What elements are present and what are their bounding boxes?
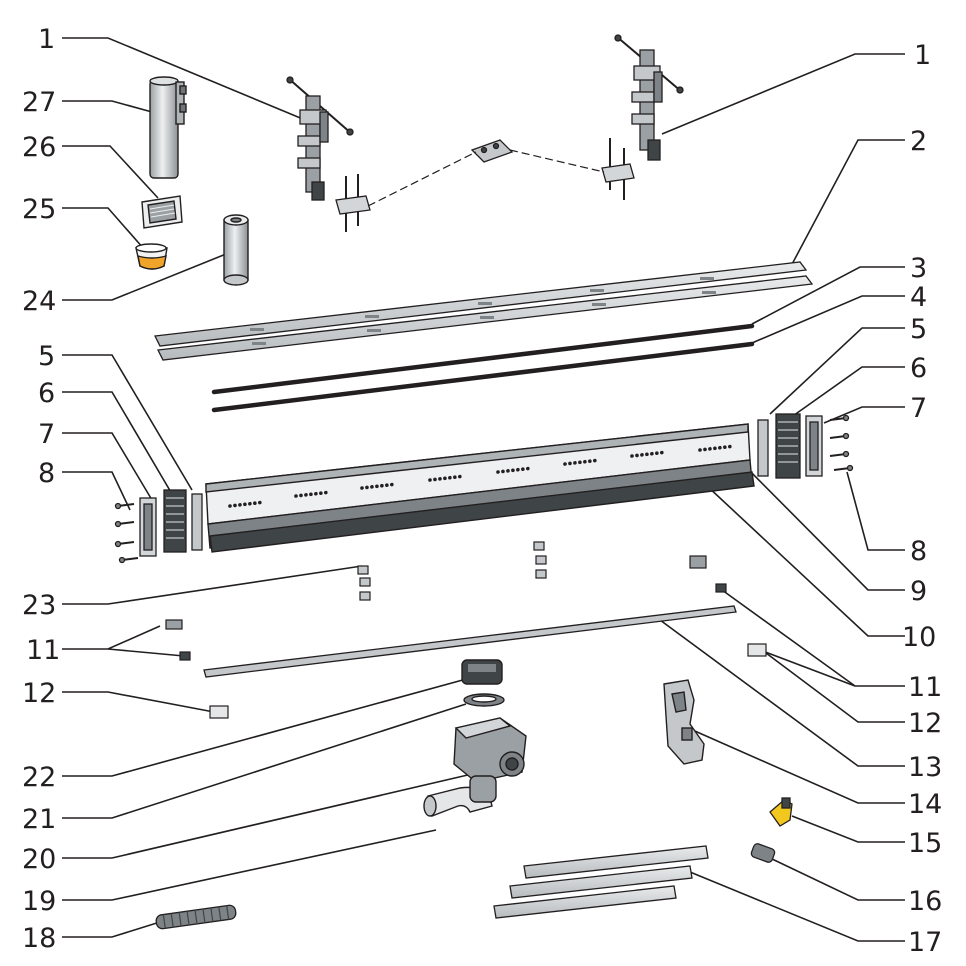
callout-3: 3 bbox=[910, 253, 927, 284]
part-12-pads bbox=[209, 643, 767, 719]
bracket-screws-and-plates bbox=[335, 138, 635, 232]
callout-5-right: 5 bbox=[910, 314, 927, 345]
callout-23: 23 bbox=[22, 590, 56, 621]
part-14-arm-bracket bbox=[663, 679, 705, 765]
part-23-clips bbox=[357, 541, 547, 601]
callout-17: 17 bbox=[908, 927, 942, 958]
part-15-yellow-clip bbox=[769, 797, 793, 827]
part-27-tube bbox=[149, 76, 187, 179]
part-18-spring bbox=[155, 904, 237, 930]
callout-22: 22 bbox=[22, 762, 56, 793]
main-beam-assembly bbox=[205, 423, 755, 553]
part-26-filter-card bbox=[141, 195, 183, 229]
callout-12-left: 12 bbox=[22, 678, 56, 709]
callout-25: 25 bbox=[22, 194, 56, 225]
callout-8-right: 8 bbox=[910, 536, 927, 567]
callout-11-left: 11 bbox=[26, 635, 60, 666]
part-2-strips bbox=[154, 261, 814, 361]
callout-7-right: 7 bbox=[910, 393, 927, 424]
part-1-bracket-right bbox=[614, 34, 684, 161]
callout-21: 21 bbox=[22, 804, 56, 835]
beam-dot-rows bbox=[228, 444, 732, 508]
part-17-bars bbox=[493, 845, 709, 919]
callout-18: 18 bbox=[22, 923, 56, 954]
callout-14: 14 bbox=[908, 789, 942, 820]
callout-12-right: 12 bbox=[908, 708, 942, 739]
callout-19: 19 bbox=[22, 886, 56, 917]
leader-lines bbox=[62, 37, 905, 942]
callout-24: 24 bbox=[22, 286, 56, 317]
part-20-drain-housing bbox=[453, 717, 527, 783]
part-13-rail bbox=[203, 605, 737, 678]
callout-10: 10 bbox=[902, 622, 936, 653]
part-1-bracket-left bbox=[286, 76, 354, 201]
callout-27: 27 bbox=[22, 87, 56, 118]
part-19-elbow-pipe bbox=[423, 775, 497, 817]
callout-5-left: 5 bbox=[38, 341, 55, 372]
callout-8-left: 8 bbox=[38, 458, 55, 489]
callout-6-left: 6 bbox=[38, 378, 55, 409]
callout-9: 9 bbox=[910, 576, 927, 607]
end-cap-left bbox=[114, 489, 203, 564]
part-11-clips bbox=[165, 555, 727, 661]
callout-15: 15 bbox=[908, 828, 942, 859]
end-cap-right bbox=[757, 413, 854, 479]
callout-20: 20 bbox=[22, 844, 56, 875]
callout-16: 16 bbox=[908, 886, 942, 917]
part-16-plug bbox=[750, 843, 776, 863]
callout-6-right: 6 bbox=[910, 353, 927, 384]
callout-13: 13 bbox=[908, 752, 942, 783]
part-21-ring bbox=[463, 693, 505, 707]
callout-2: 2 bbox=[910, 126, 927, 157]
callout-1-right: 1 bbox=[914, 40, 931, 71]
part-22-gasket bbox=[461, 659, 503, 685]
part-24-roller bbox=[223, 214, 249, 286]
callout-4: 4 bbox=[910, 282, 927, 313]
callout-26: 26 bbox=[22, 132, 56, 163]
callout-7-left: 7 bbox=[38, 419, 55, 450]
callout-numbers: 1 27 26 25 24 1 2 3 4 5 6 7 5 6 7 8 8 9 … bbox=[22, 24, 942, 958]
part-3-4-rods bbox=[211, 323, 755, 413]
callout-1-left: 1 bbox=[38, 24, 55, 55]
part-25-amber-cup bbox=[135, 243, 168, 270]
callout-11-right: 11 bbox=[908, 672, 942, 703]
